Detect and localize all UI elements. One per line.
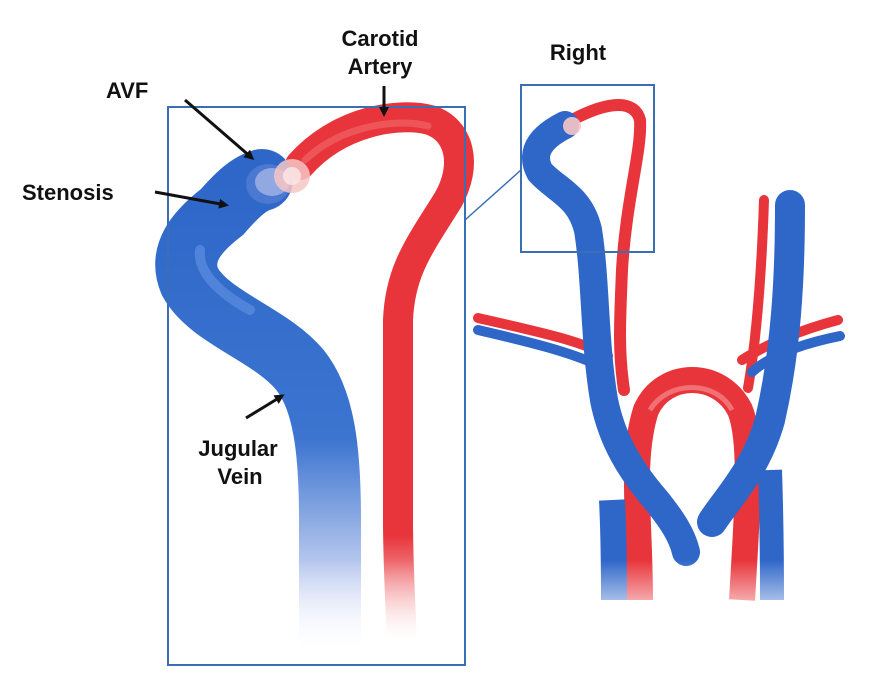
zoom-frame [167,106,466,666]
bottom-fade [172,560,462,660]
carotid-artery-highlight [301,119,432,164]
label-jugular-line2: Vein [217,464,262,489]
carotid-artery [285,102,474,655]
overview-avf [563,117,581,135]
label-carotid-line1: Carotid [342,26,419,51]
jugular-vein [155,149,361,681]
label-stenosis: Stenosis [22,180,114,205]
overview-anatomy [464,84,845,630]
label-carotid-line2: Artery [348,54,414,79]
jugular-vein-highlight [194,245,255,315]
right-internal-jugular-vein [522,111,700,566]
annotation-arrows [154,86,389,420]
arrow-icon [245,394,285,420]
connector-line [464,169,522,221]
zoom-panel [155,102,474,681]
arrow-icon [154,190,229,209]
stenosis-glow-core [283,167,301,185]
label-avf: AVF [106,78,148,103]
labels: AVF Stenosis Carotid Artery Right Jugula… [22,26,607,489]
label-right: Right [550,40,607,65]
left-internal-jugular-vein [697,190,805,537]
overview-bottom-fade [590,560,800,630]
arrow-icon [184,98,255,160]
label-jugular-line1: Jugular [198,436,278,461]
aortic-arch-inner [647,385,735,412]
detail-box [520,84,655,253]
right-common-carotid [566,99,647,396]
